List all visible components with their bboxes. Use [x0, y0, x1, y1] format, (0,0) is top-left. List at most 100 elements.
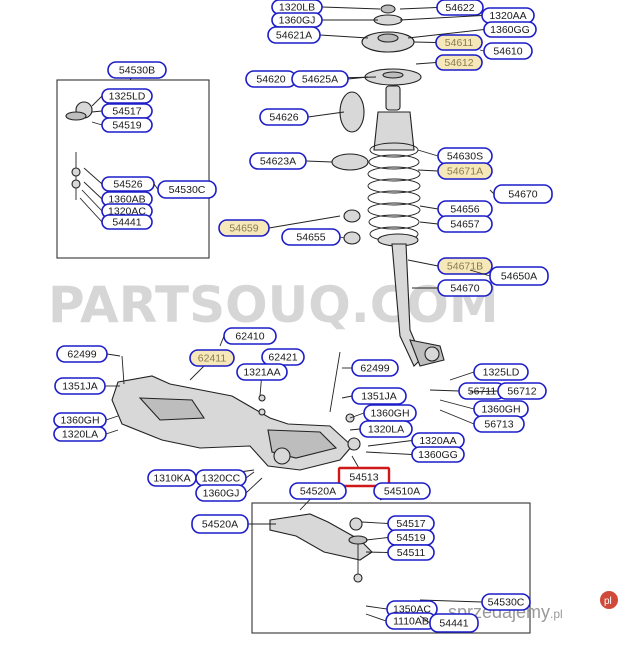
label-text: 54625A [302, 73, 338, 85]
label-text: 1320LA [368, 423, 404, 435]
label-text: 54610 [493, 45, 522, 57]
leader-line [307, 111, 345, 118]
label-text: 1360GJ [279, 14, 316, 26]
label-box [481, 593, 531, 611]
part-label-54671b[interactable]: 54671B [437, 257, 493, 275]
part-label-54520a-left[interactable]: 54520A [191, 514, 249, 534]
part-label-62499-left[interactable]: 62499 [56, 345, 108, 363]
part-label-56712[interactable]: 56712 [497, 382, 547, 400]
part-label-54623a[interactable]: 54623A [249, 152, 307, 170]
leader-line [268, 215, 341, 229]
part-label-54441-bottom[interactable]: 54441 [429, 613, 479, 633]
part-label-54510a[interactable]: 54510A [373, 482, 431, 500]
crossmember [111, 351, 361, 471]
part-label-54611[interactable]: 54611 [435, 34, 483, 51]
part-label-54670-2[interactable]: 54670 [437, 279, 493, 297]
part-label-1351ja-right[interactable]: 1351JA [351, 387, 407, 405]
leader-line [91, 121, 103, 126]
label-text: 54623A [260, 155, 296, 167]
part-label-54655[interactable]: 54655 [281, 228, 341, 246]
part-label-62411[interactable]: 62411 [189, 349, 235, 367]
part-label-1321aa[interactable]: 1321AA [236, 363, 288, 381]
part-label-54657[interactable]: 54657 [437, 215, 493, 233]
part-label-54530b[interactable]: 54530B [107, 61, 167, 79]
label-text: 62411 [198, 352, 227, 364]
part-label-54519-bottom[interactable]: 54519 [387, 529, 435, 546]
part-label-1360gh-mid[interactable]: 1360GH [363, 404, 417, 422]
part-label-1360gj-bottom[interactable]: 1360GJ [195, 484, 247, 502]
part-label-54625a[interactable]: 54625A [291, 70, 349, 88]
part-label-1360gh-left[interactable]: 1360GH [53, 412, 107, 428]
part-label-62410[interactable]: 62410 [223, 327, 277, 345]
part-label-1360gg-mid[interactable]: 1360GG [411, 446, 465, 463]
leader-line [469, 269, 491, 277]
part-label-54519-left[interactable]: 54519 [101, 117, 153, 133]
strut-assembly [331, 4, 445, 367]
part-label-54530c-bottom[interactable]: 54530C [481, 593, 531, 611]
label-text: 56713 [484, 418, 513, 430]
part-label-54670[interactable]: 54670 [493, 184, 553, 204]
part-label-1320lb[interactable]: 1320LB [271, 0, 323, 15]
part-label-1360gg-top[interactable]: 1360GG [483, 21, 537, 38]
part-label-54650a[interactable]: 54650A [489, 266, 549, 286]
label-box [435, 34, 483, 51]
part-label-1320aa-top[interactable]: 1320AA [481, 7, 535, 24]
label-text: 54659 [229, 222, 258, 234]
part-label-62499-right[interactable]: 62499 [351, 359, 399, 377]
part-label-54526[interactable]: 54526 [101, 176, 155, 192]
leader-line [449, 371, 475, 381]
part-label-1320cc[interactable]: 1320CC [195, 469, 247, 487]
leader-line [341, 395, 353, 399]
part-label-54622[interactable]: 54622 [436, 0, 484, 16]
part-label-54517-bottom[interactable]: 54517 [387, 515, 435, 532]
part-labels: 546221320LB1360GJ54621A1320AA1360GG54611… [53, 0, 553, 633]
leader-line [469, 390, 499, 393]
watermark: PARTSOUQ.COM [48, 276, 499, 334]
part-label-54511[interactable]: 54511 [387, 544, 435, 561]
label-box [437, 279, 493, 297]
part-label-54671a[interactable]: 54671A [437, 162, 493, 180]
part-label-62421[interactable]: 62421 [261, 348, 305, 366]
part-label-54520a-top[interactable]: 54520A [289, 482, 347, 500]
part-label-54530c[interactable]: 54530C [157, 180, 217, 199]
part-label-54513[interactable]: 54513 [337, 466, 391, 488]
leader-line [83, 181, 103, 200]
part-label-1110ab[interactable]: 1110AB [385, 612, 437, 630]
part-label-54626[interactable]: 54626 [259, 108, 309, 126]
part-label-1320la-mid[interactable]: 1320LA [359, 420, 413, 438]
part-label-1325ld-right[interactable]: 1325LD [473, 363, 529, 381]
part-label-54630s[interactable]: 54630S [437, 147, 493, 165]
label-text: 54650A [501, 270, 537, 282]
label-text: 1360GG [418, 449, 458, 461]
part-label-54620[interactable]: 54620 [245, 70, 297, 88]
part-label-56713[interactable]: 56713 [473, 415, 525, 433]
part-label-54659[interactable]: 54659 [218, 219, 270, 237]
part-label-1360gh-right[interactable]: 1360GH [473, 400, 529, 418]
part-label-54517-left[interactable]: 54517 [101, 103, 153, 119]
label-text: 54520A [202, 518, 238, 530]
part-label-1310ka[interactable]: 1310KA [147, 469, 197, 487]
part-label-54610[interactable]: 54610 [483, 42, 533, 60]
leader-line [419, 205, 439, 210]
part-label-54612[interactable]: 54612 [435, 54, 483, 71]
leader-line [399, 7, 438, 10]
leader-line [429, 389, 460, 392]
part-label-54441[interactable]: 54441 [101, 214, 153, 230]
part-label-54656[interactable]: 54656 [437, 200, 493, 218]
part-label-1320aa-mid[interactable]: 1320AA [411, 432, 465, 449]
part-label-54621a[interactable]: 54621A [267, 26, 321, 44]
label-text: 1320CC [202, 472, 241, 484]
label-box [493, 184, 553, 204]
label-text: 1320AA [419, 435, 456, 447]
label-text: 54510A [384, 485, 420, 497]
label-text: 62410 [235, 330, 264, 342]
leader-line [245, 471, 255, 479]
label-box [53, 426, 107, 442]
part-label-1325ld-left[interactable]: 1325LD [101, 88, 153, 104]
part-label-1320la-left[interactable]: 1320LA [53, 426, 107, 442]
leader-line [439, 399, 475, 410]
part-label-1351ja-left[interactable]: 1351JA [54, 377, 106, 395]
label-text: 54630S [447, 150, 483, 162]
part-label-1360gj-top[interactable]: 1360GJ [271, 12, 323, 28]
